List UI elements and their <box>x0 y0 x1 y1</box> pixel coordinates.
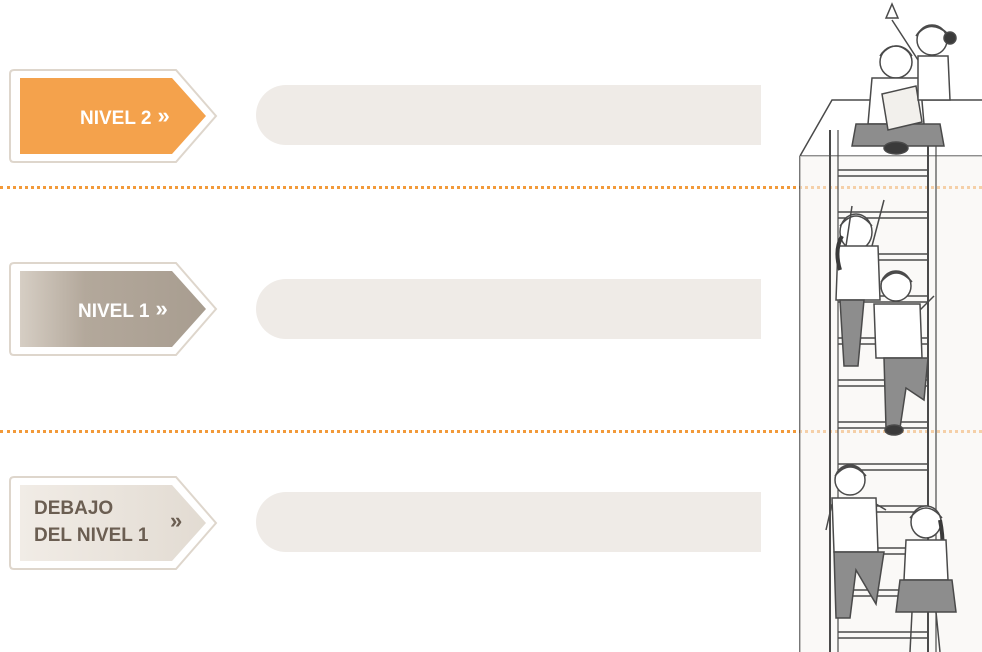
level-label-line-1: DEBAJO <box>34 497 113 521</box>
level-tag-nivel-2: NIVEL 2» <box>8 68 218 164</box>
level-tag-nivel-1: NIVEL 1» <box>8 261 218 357</box>
double-chevron-right-icon: » <box>170 509 182 533</box>
answer-bar-debajo-nivel-1 <box>256 492 761 552</box>
tag-arrow-shape <box>8 475 218 571</box>
answer-bar-nivel-1 <box>256 279 761 339</box>
children-climbing-ladder-illustration <box>760 0 982 652</box>
level-label: NIVEL 2» <box>80 104 170 131</box>
double-chevron-right-icon: » <box>155 296 167 321</box>
level-label: NIVEL 1» <box>78 297 168 324</box>
level-label-line-2: DEL NIVEL 1 <box>34 524 148 548</box>
double-chevron-right-icon: » <box>157 103 169 128</box>
answer-bar-nivel-2 <box>256 85 761 145</box>
level-tag-debajo-nivel-1: DEBAJO DEL NIVEL 1 » <box>8 475 218 571</box>
